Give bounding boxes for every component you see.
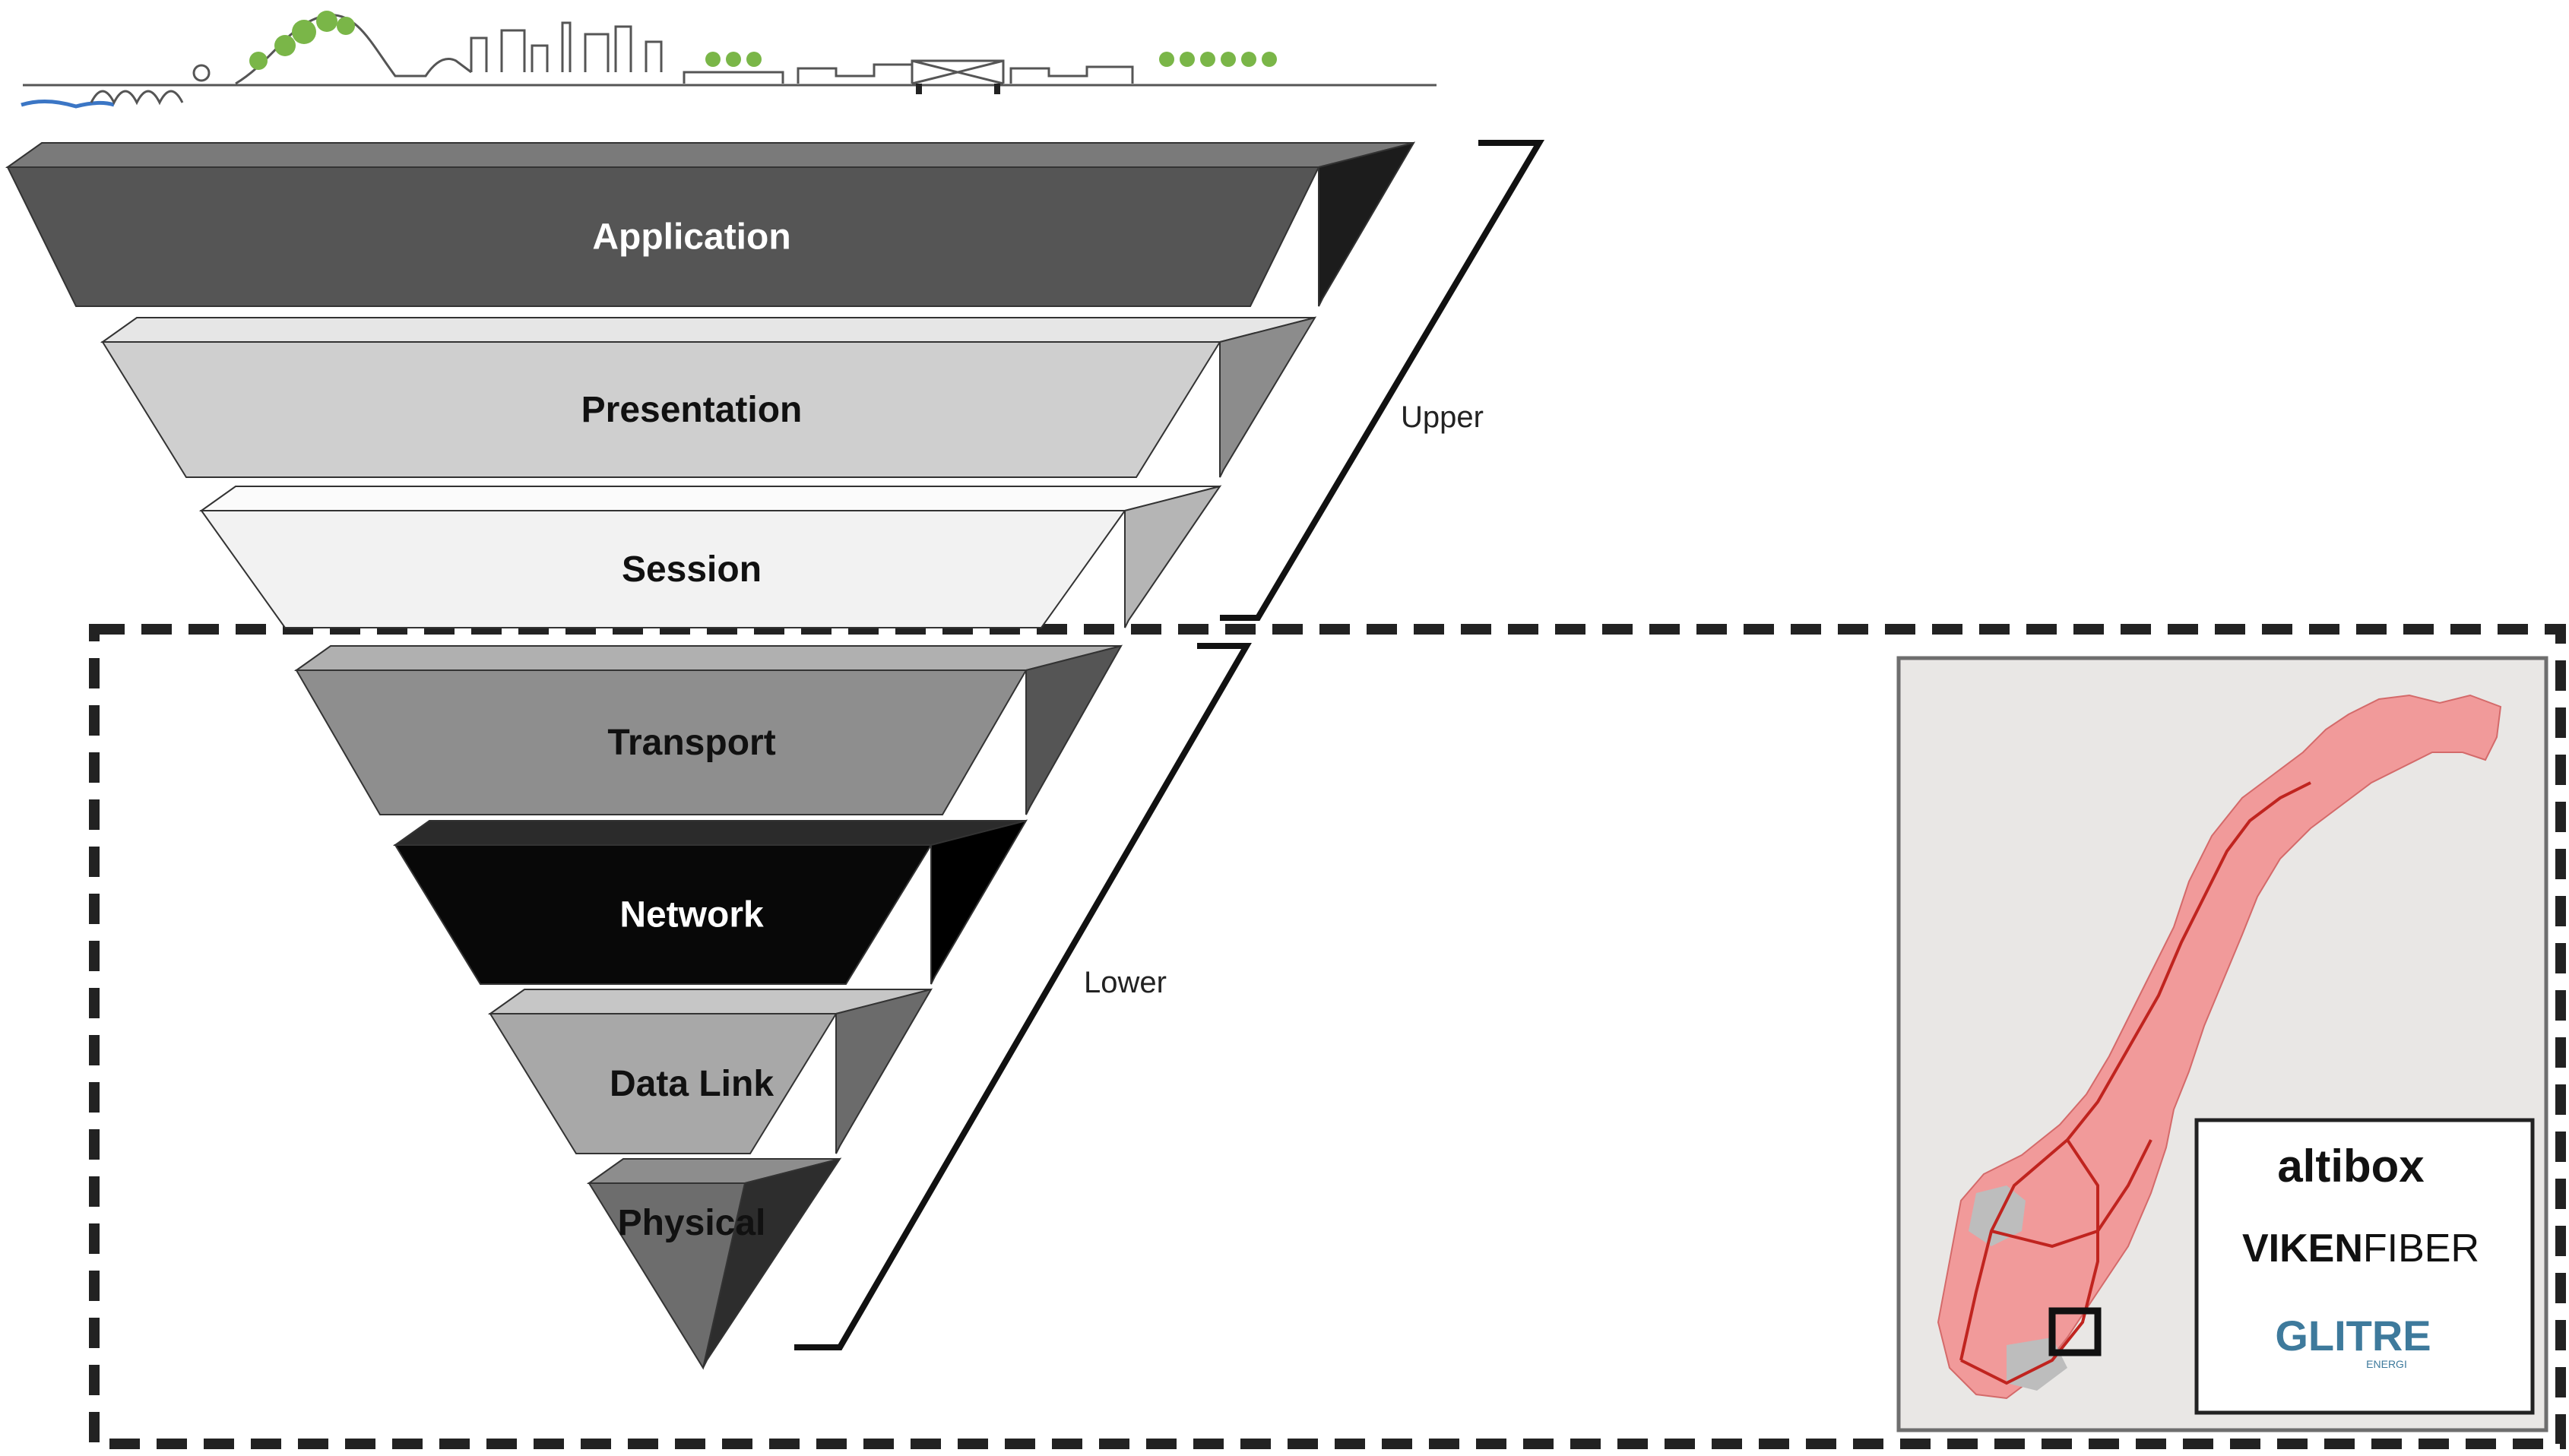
osi-layer-stack: ApplicationPresentationSessionTransportN… [5, 141, 1416, 1370]
layer-front-face [6, 166, 1320, 307]
layer-label-network: Network [619, 895, 764, 935]
glitre-logo: GLITRE [2275, 1312, 2431, 1359]
layer-presentation: Presentation [100, 316, 1317, 478]
layer-front-face [101, 341, 1221, 478]
lower-bracket-label: Lower [1084, 966, 1167, 999]
layer-session: Session [198, 485, 1222, 628]
layer-side-face [1025, 644, 1123, 815]
layer-side-face [1318, 141, 1416, 307]
norway-map [1937, 694, 2502, 1400]
layer-front-face [489, 1013, 838, 1154]
layer-top-face [198, 486, 1221, 511]
layer-front-face [394, 844, 933, 985]
upper-bracket-label: Upper [1401, 400, 1484, 434]
layer-side-face [1219, 316, 1317, 478]
layer-data-link: Data Link [487, 988, 933, 1154]
layer-top-face [100, 317, 1316, 343]
vikenfiber-logo: VIKENFIBER [2242, 1227, 2479, 1271]
layer-label-presentation: Presentation [581, 390, 803, 430]
altibox-logo: altibox [2277, 1141, 2424, 1192]
upper-bracket: Upper [1220, 140, 1545, 621]
skyline-illustration [21, 11, 1437, 109]
layer-application: Application [5, 141, 1416, 307]
layer-front-face [200, 510, 1126, 628]
oslo-region-marker [2048, 1307, 2102, 1356]
layer-transport: Transport [293, 644, 1123, 815]
layer-label-physical: Physical [618, 1203, 766, 1243]
lower-layers-dashed-frame [89, 624, 2566, 1449]
layer-side-face [835, 988, 933, 1154]
glitre-energi-subtext: ENERGI [2366, 1358, 2407, 1370]
layer-top-face [5, 142, 1414, 168]
layer-side-face [930, 819, 1028, 985]
fiber-wordmark: FIBER [2363, 1227, 2479, 1271]
layer-physical: Physical [586, 1157, 842, 1370]
layer-side-face [1124, 485, 1222, 628]
layer-network: Network [392, 819, 1028, 985]
layer-label-data-link: Data Link [610, 1064, 774, 1104]
lower-bracket: Lower [794, 643, 1252, 1350]
layer-front-face [295, 669, 1028, 815]
layer-label-session: Session [622, 549, 762, 590]
layer-front-face [588, 1182, 746, 1370]
viken-wordmark: VIKEN [2242, 1227, 2363, 1271]
layer-top-face [392, 820, 1027, 846]
layer-label-application: Application [592, 217, 790, 258]
layer-top-face [293, 645, 1122, 671]
layer-label-transport: Transport [607, 723, 775, 763]
partner-logos-box: altibox VIKENFIBER GLITRE ENERGI [2194, 1118, 2535, 1415]
